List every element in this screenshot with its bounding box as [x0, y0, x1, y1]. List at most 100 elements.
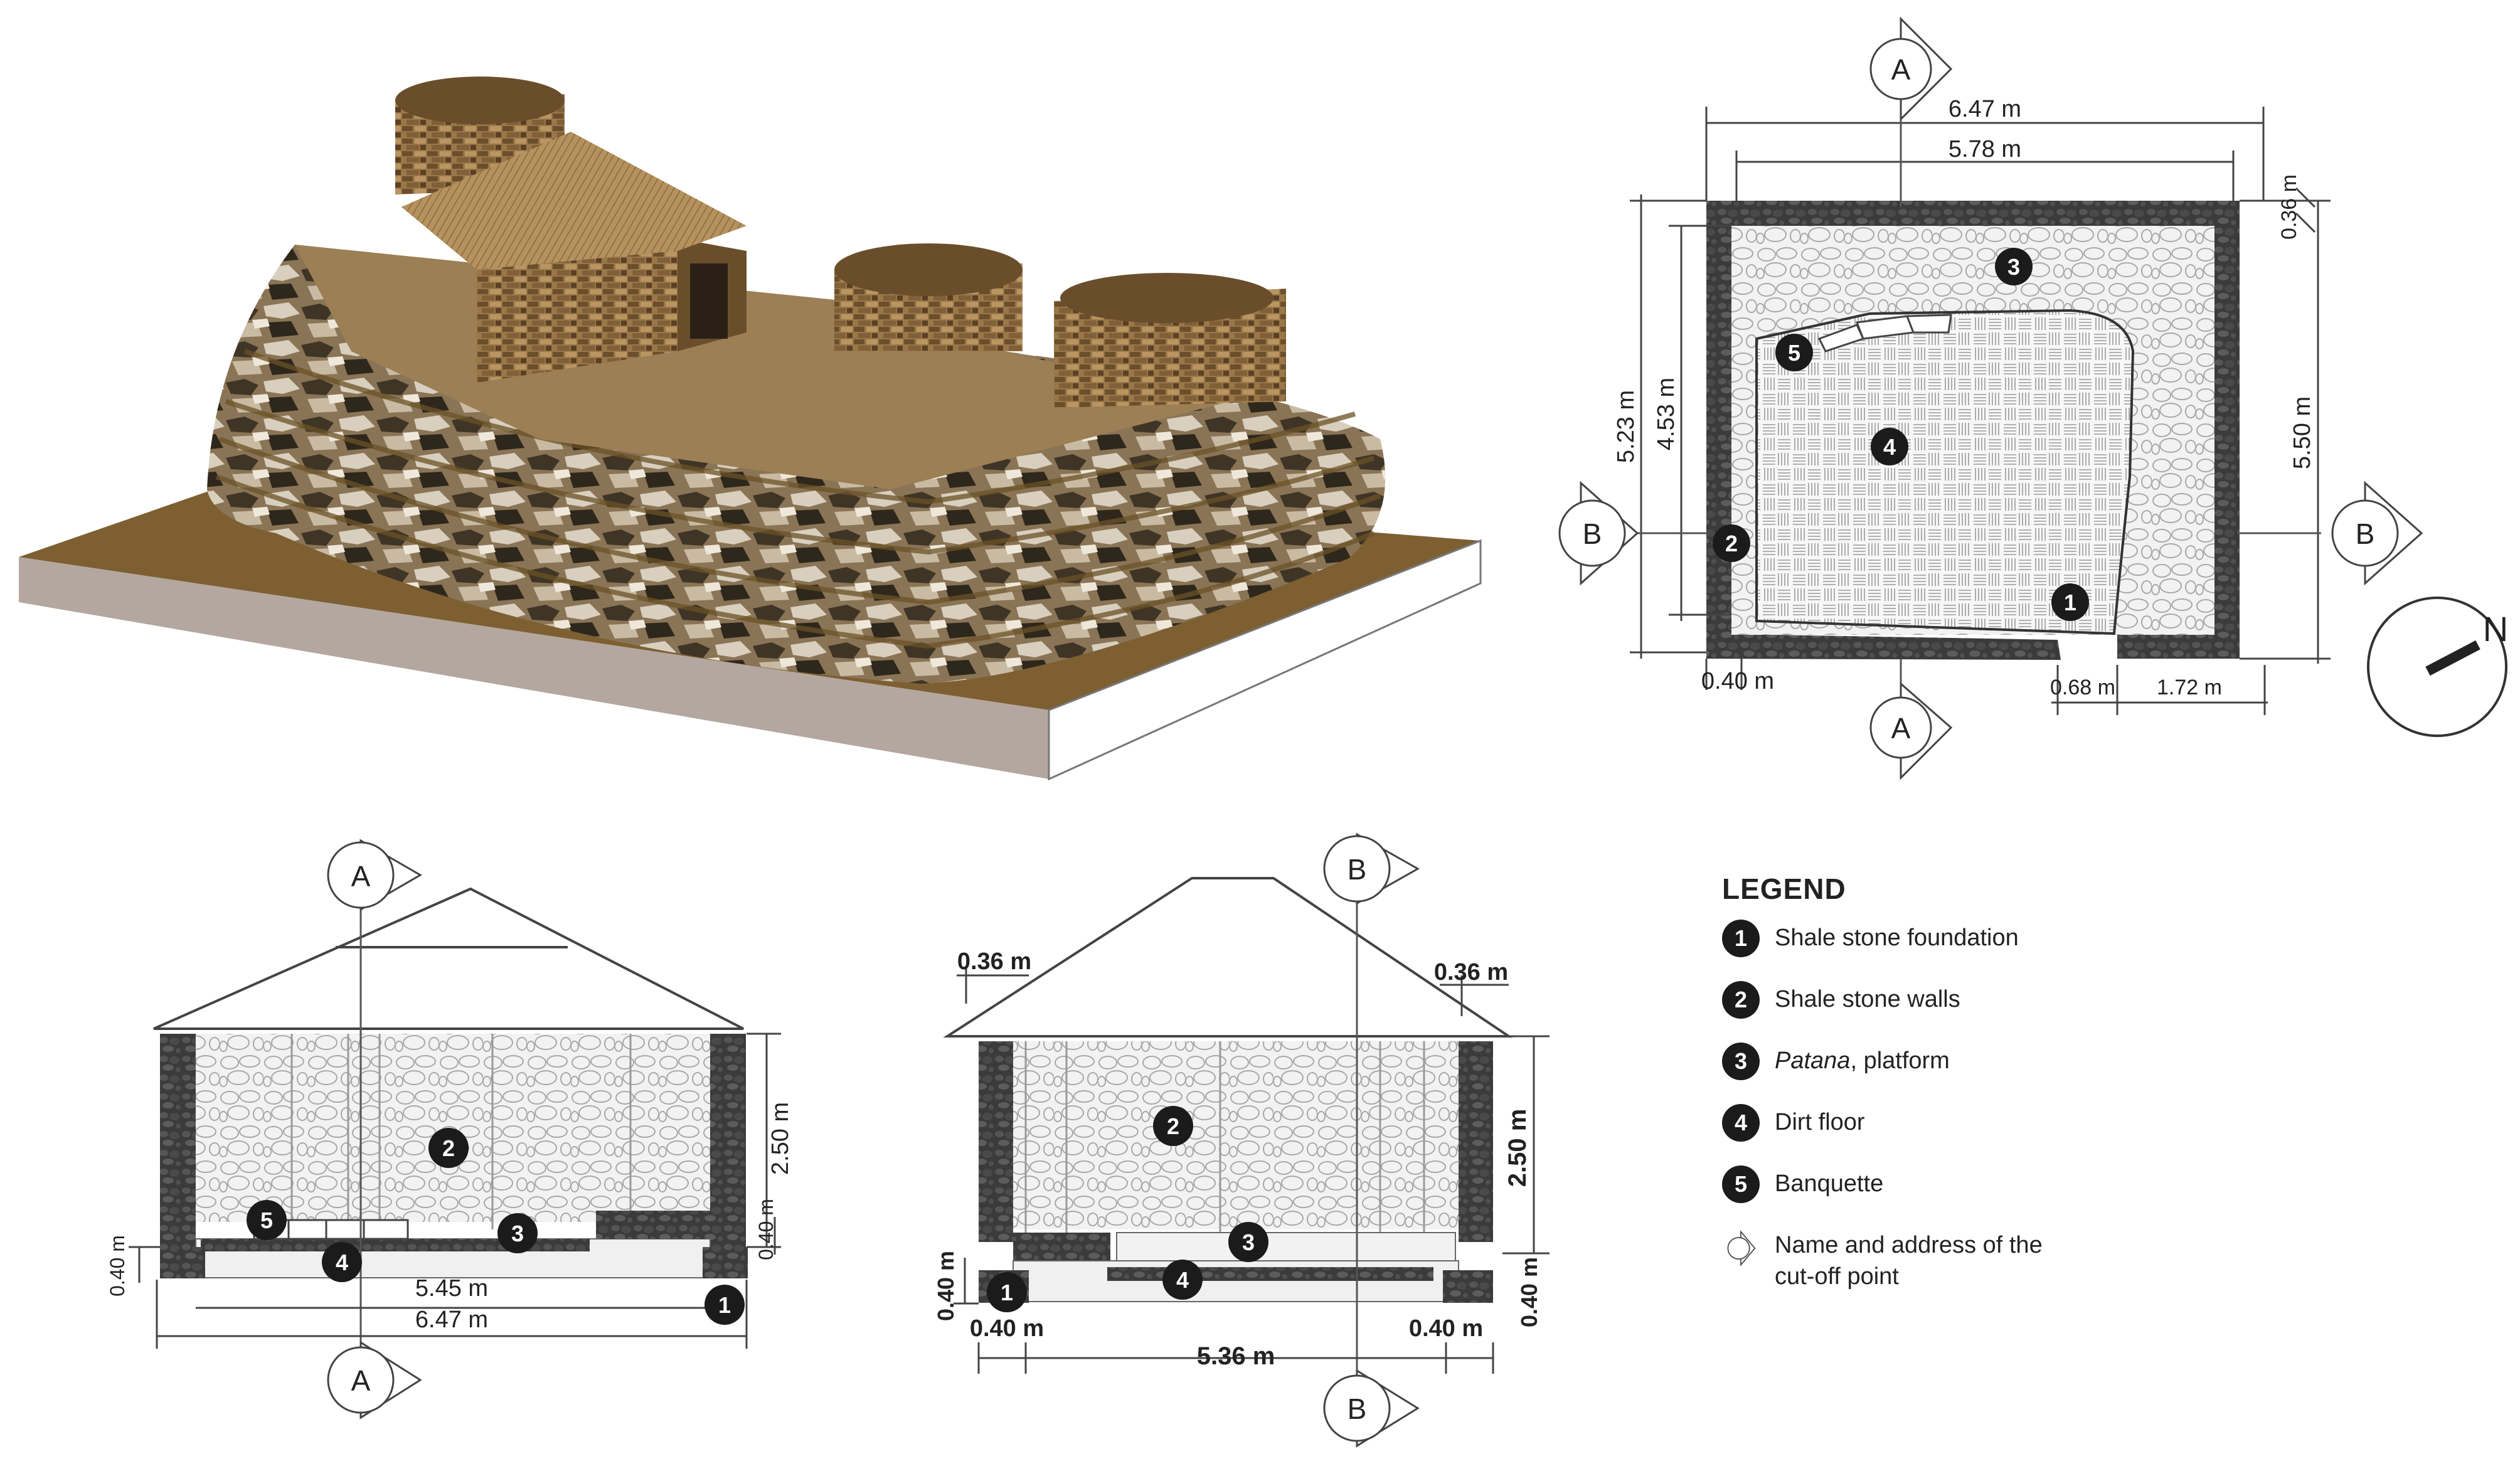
- section-a-marker-4: 4: [322, 1242, 362, 1282]
- section-b-dimension-lines: [954, 966, 1550, 1374]
- section-a-wall-right: [710, 1034, 746, 1247]
- section-a-marker-5: 5: [247, 1200, 287, 1240]
- plan-dim-wall-left: 0.40 m: [1701, 668, 1774, 694]
- svg-text:4: 4: [1883, 434, 1896, 460]
- north-arrow: N: [2367, 597, 2508, 737]
- section-a-cut-marker-top: A: [327, 839, 422, 911]
- section-a-wall-left: [160, 1034, 196, 1247]
- section-b-marker-4: 4: [1162, 1260, 1203, 1300]
- plan-cut-a-bottom-label: A: [1891, 712, 1911, 745]
- plan-wall-top: [1706, 201, 2240, 226]
- plan-dimension-lines: [1630, 107, 2331, 715]
- plan-wall-right: [2214, 201, 2240, 659]
- hut-thatched-roof: [401, 132, 747, 270]
- plan-cut-marker-a-top: A: [1869, 16, 1953, 122]
- legend-text-3: Patana, platform: [1775, 1045, 1950, 1076]
- plan-wall-bottom-left: [1706, 634, 2061, 660]
- section-a-cut-bottom-label: A: [351, 1364, 371, 1397]
- section-b-wall-right: [1459, 1041, 1493, 1242]
- section-b-platform-left: [1013, 1233, 1110, 1261]
- section-b-platform: [1116, 1232, 1456, 1261]
- legend-text-cut-line1: Name and address of the: [1775, 1232, 2043, 1258]
- section-b-marker-1: 1: [987, 1272, 1027, 1312]
- north-label: N: [2483, 609, 2508, 649]
- legend-title: LEGEND: [1722, 873, 1846, 905]
- legend-badge-4: 4: [1722, 1104, 1760, 1142]
- legend-text-3-rest: , platform: [1850, 1048, 1950, 1074]
- plan-dim-overall-width: 6.47 m: [1948, 96, 2021, 122]
- legend-text-cut-line2: cut-off point: [1775, 1263, 1899, 1290]
- legend-text-3-italic: Patana: [1775, 1048, 1851, 1074]
- terrace-lines: [215, 349, 1381, 649]
- section-a: A A 2.50 m 0.40 m 0.40 m 5.45 m 6.47 m 1…: [106, 839, 794, 1420]
- legend-badge-2: 2: [1722, 981, 1760, 1019]
- legend-badge-5: 5: [1722, 1165, 1760, 1203]
- plan-marker-5: 5: [1775, 334, 1813, 371]
- section-b: B B 0.36 m 0.36 m 2.50 m 0.40 m 0.40 m 0…: [933, 832, 1550, 1448]
- section-a-cut-top-label: A: [351, 860, 371, 893]
- svg-text:1: 1: [718, 1292, 731, 1318]
- section-b-marker-3: 3: [1228, 1222, 1268, 1262]
- section-a-footing-right: [703, 1247, 748, 1278]
- section-b-cut-marker-top: B: [1323, 832, 1420, 905]
- section-b-roof: [943, 877, 1513, 1038]
- svg-text:3: 3: [511, 1221, 524, 1246]
- plan-dim-height-right: 5.50 m: [2289, 396, 2315, 469]
- plan-banquette: [1817, 314, 1952, 353]
- plan-wall-bottom-right: [2117, 635, 2240, 659]
- section-a-floor: [201, 1239, 590, 1251]
- plan-cut-marker-b-right: B: [2331, 480, 2423, 586]
- section-a-dim-outer: 6.47 m: [415, 1307, 488, 1333]
- svg-text:2: 2: [1725, 531, 1738, 556]
- legend-item-4: 4 Dirt floor: [1722, 1104, 2161, 1142]
- section-a-marker-3: 3: [497, 1213, 538, 1253]
- plan-cut-marker-a-bottom: A: [1869, 681, 1953, 780]
- legend-text-4: Dirt floor: [1775, 1109, 1865, 1135]
- section-a-dim-height: 2.50 m: [767, 1102, 794, 1175]
- plan-cut-b-left-label: B: [1583, 518, 1602, 550]
- legend-text-cut: Name and address of the cut-off point: [1775, 1229, 2043, 1292]
- isometric-3d-view: [19, 77, 1482, 781]
- section-b-dim-roof-left: 0.36 m: [957, 948, 1031, 975]
- hut-wall-front: [477, 238, 678, 383]
- section-b-dim-base-right-v: 0.40 m: [1516, 1257, 1542, 1327]
- svg-text:1: 1: [2064, 590, 2076, 615]
- legend-item-2: 2 Shale stone walls: [1722, 981, 2161, 1019]
- section-b-dim-base-right-h: 0.40 m: [1409, 1315, 1483, 1342]
- plan-dim-door: 0.68 m: [2050, 676, 2115, 699]
- section-a-marker-2: 2: [428, 1128, 469, 1168]
- front-round-structure-1-top: [834, 243, 1023, 296]
- plan-wall-left: [1706, 201, 1731, 659]
- section-b-dim-roof-right: 0.36 m: [1434, 959, 1508, 985]
- svg-text:5: 5: [1788, 340, 1800, 366]
- section-a-marker-1: 1: [704, 1285, 745, 1325]
- plan-dim-inner-width: 5.78 m: [1948, 136, 2021, 162]
- section-b-marker-2: 2: [1153, 1106, 1193, 1146]
- legend-item-cut: Name and address of the cut-off point: [1722, 1229, 2161, 1292]
- svg-text:4: 4: [1176, 1267, 1189, 1293]
- front-round-structure-2-top: [1060, 273, 1273, 323]
- svg-text:3: 3: [2007, 254, 2020, 280]
- section-b-dim-height: 2.50 m: [1504, 1109, 1531, 1187]
- plan-cut-a-top-label: A: [1891, 53, 1911, 86]
- section-b-cut-top-label: B: [1348, 853, 1367, 886]
- section-b-dim-base-left-v: 0.40 m: [933, 1251, 959, 1321]
- legend: LEGEND 1 Shale stone foundation 2 Shale …: [1722, 872, 2161, 1319]
- legend-text-1: Shale stone foundation: [1775, 925, 2019, 951]
- legend-text-2: Shale stone walls: [1775, 986, 1960, 1012]
- section-a-cut-marker-bottom: A: [327, 1340, 422, 1420]
- section-a-dim-inner: 5.45 m: [415, 1275, 488, 1302]
- plan-dim-right-seg: 1.72 m: [2157, 676, 2222, 699]
- section-a-wall-fill: [196, 1034, 710, 1222]
- terrain-base-side: [1048, 539, 1482, 781]
- plan-marker-1: 1: [2051, 583, 2089, 621]
- hut-doorway: [690, 263, 728, 339]
- section-a-dim-base-left: 0.40 m: [106, 1235, 129, 1297]
- cut-point-symbol-icon: [1727, 1230, 1756, 1266]
- section-b-wall-fill: [1013, 1041, 1459, 1229]
- section-a-platform: [596, 1211, 710, 1239]
- section-b-foundation: [1013, 1260, 1459, 1302]
- plan-marker-4: 4: [1871, 428, 1908, 465]
- legend-item-1: 1 Shale stone foundation: [1722, 920, 2161, 957]
